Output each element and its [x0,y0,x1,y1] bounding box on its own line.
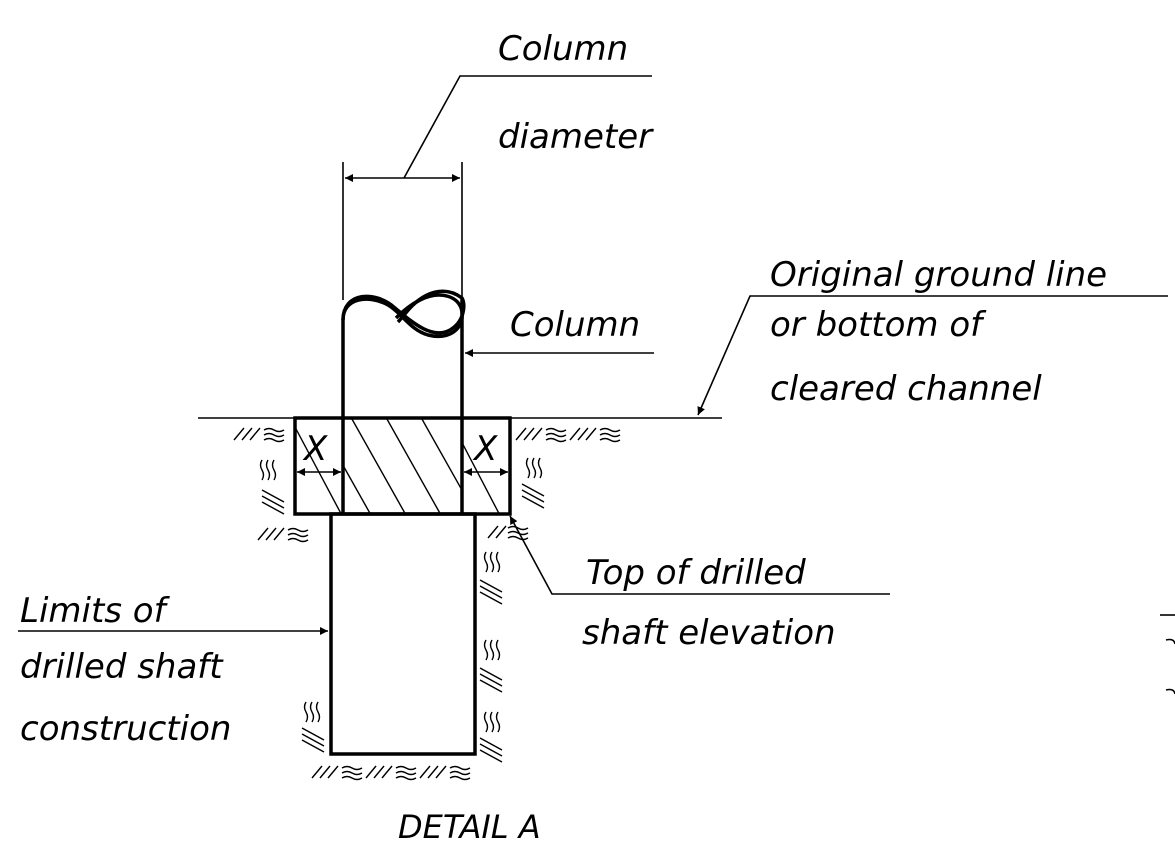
x-right-label: X [472,429,498,469]
column-diameter-label-2: diameter [498,117,654,157]
soil-symbols [233,427,621,781]
clipped-fragment [1160,614,1175,695]
top-shaft-label-2: shaft elevation [582,613,836,653]
diameter-leader [403,75,652,179]
column-label: Column [510,305,640,345]
right-gap-hatch [462,441,501,514]
ground-label-2: or bottom of [770,305,987,345]
top-shaft-leader [509,515,890,595]
limits-label-3: construction [20,709,231,749]
ground-label-1: Original ground line [770,255,1107,295]
ground-label-3: cleared channel [770,369,1042,409]
column-diameter-label-1: Column [498,29,628,69]
limits-label-1: Limits of [20,591,171,631]
detail-title: DETAIL A [398,808,541,846]
x-left-label: X [302,429,328,469]
top-shaft-label-1: Top of drilled [586,553,806,593]
limits-label-2: drilled shaft [20,647,224,687]
drilled-shaft [329,512,477,756]
ground-leader [697,295,1168,416]
column-break-curve [341,293,464,338]
